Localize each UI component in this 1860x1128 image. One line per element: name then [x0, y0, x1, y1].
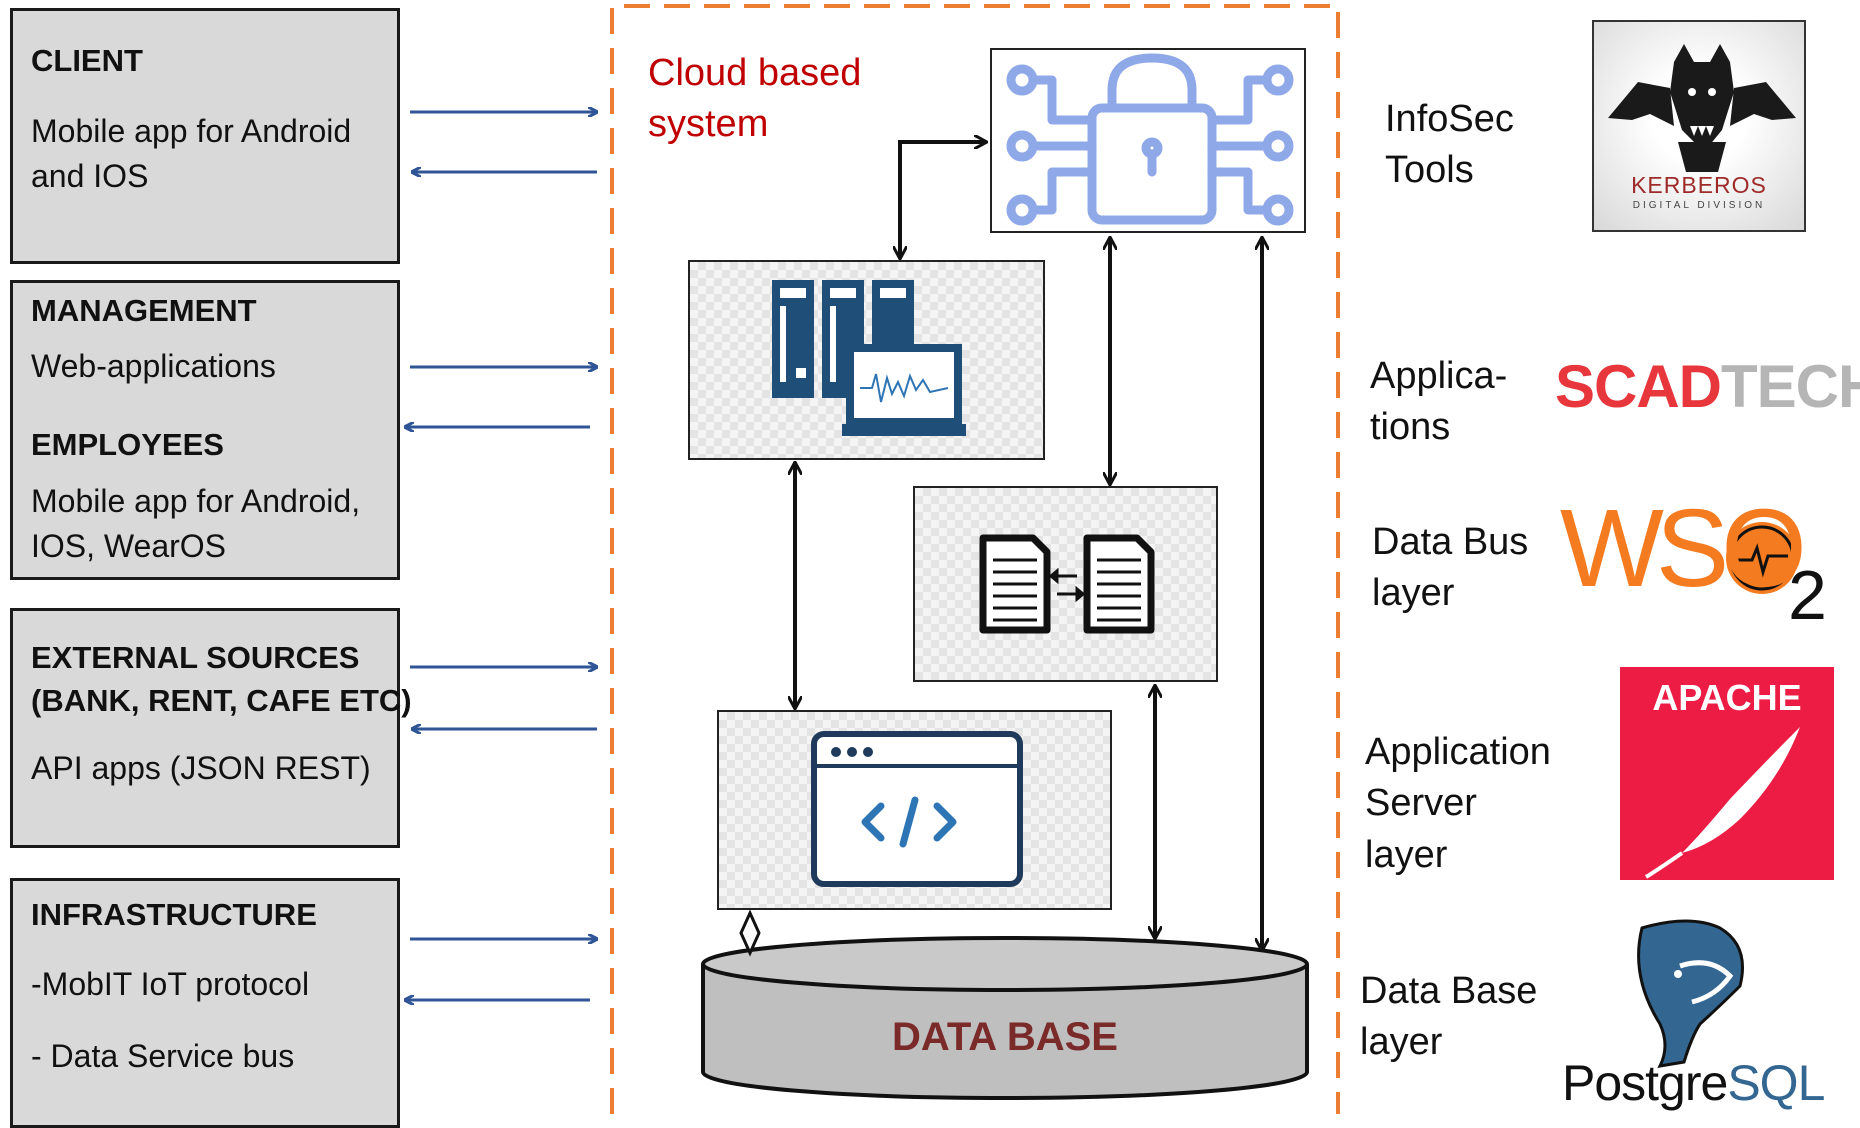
postgresql-text: PostgreSQL — [1562, 1054, 1825, 1112]
layer-app-server-line-2: Server — [1365, 782, 1477, 825]
employees-line-1: Mobile app for Android, — [31, 483, 361, 519]
code-window-icon — [811, 731, 1023, 887]
infrastructure-box: INFRASTRUCTURE -MobIT IoT protocol - Dat… — [10, 878, 400, 1128]
lock-circuit-icon — [1006, 53, 1294, 226]
layer-database-line-1: Data Base — [1360, 970, 1538, 1012]
infrastructure-line-1: -MobIT IoT protocol — [31, 966, 310, 1002]
feather-icon — [1644, 727, 1800, 879]
layer-database-line-2: layer — [1360, 1021, 1443, 1064]
appserver-database-diamond — [739, 909, 761, 957]
postgresql-part-1: Postgre — [1562, 1055, 1728, 1111]
layer-app-server: Application Server layer — [1365, 727, 1551, 881]
scadtech-part-1: SCAD — [1555, 353, 1722, 420]
layer-infosec-line-2: Tools — [1385, 149, 1474, 192]
layer-app-server-line-3: layer — [1365, 833, 1448, 876]
layer-applications: Applica- tions — [1370, 351, 1507, 454]
three-headed-dog-icon — [1608, 44, 1796, 172]
infrastructure-line-2: - Data Service bus — [31, 1038, 295, 1074]
kerberos-sub: DIGITAL DIVISION — [1632, 200, 1766, 211]
apache-text: APACHE — [1652, 677, 1802, 718]
kerberos-name: KERBEROS — [1631, 172, 1767, 198]
layer-applications-line-1: Applica- — [1370, 355, 1508, 397]
apache-logo: APACHE — [1620, 667, 1834, 880]
document-transfer-icon — [979, 534, 1155, 634]
external-title: EXTERNAL SOURCES — [31, 640, 360, 675]
postgresql-logo: PostgreSQL — [1560, 906, 1860, 1114]
apps-to-security-arrow — [900, 142, 986, 258]
management-line-1: Web-applications — [31, 348, 276, 384]
employees-line-2: IOS, WearOS — [31, 528, 227, 564]
layer-database: Data Base layer — [1360, 966, 1537, 1069]
layer-app-server-line-1: Application — [1365, 731, 1551, 773]
postgresql-part-2: SQL — [1727, 1055, 1825, 1111]
layer-data-bus: Data Bus layer — [1372, 517, 1528, 620]
scadtech-logo: SCADTECH — [1555, 352, 1860, 421]
cloud-title-line-1: Cloud based — [648, 52, 862, 94]
server-monitor-icon — [772, 280, 966, 436]
wso2-subscript: 2 — [1788, 556, 1827, 634]
employees-title: EMPLOYEES — [31, 427, 224, 462]
layer-infosec: InfoSec Tools — [1385, 94, 1514, 197]
cloud-title-line-2: system — [648, 103, 769, 146]
layer-applications-line-2: tions — [1370, 406, 1451, 449]
elephant-icon — [1637, 919, 1744, 1068]
scadtech-part-2: TECH — [1721, 353, 1860, 420]
management-box: MANAGEMENT Web-applications EMPLOYEES Mo… — [10, 280, 400, 580]
wso2-mark — [1726, 522, 1798, 594]
layer-infosec-line-1: InfoSec — [1385, 98, 1514, 140]
infrastructure-title: INFRASTRUCTURE — [31, 897, 317, 932]
kerberos-logo: KERBEROS DIGITAL DIVISION — [1592, 20, 1806, 232]
wso2-logo: WSO 2 — [1560, 494, 1840, 635]
wso2-text: WSO — [1560, 487, 1807, 610]
layer-data-bus-line-1: Data Bus — [1372, 521, 1529, 563]
external-line-1: API apps (JSON REST) — [31, 750, 371, 786]
external-subtitle: (BANK, RENT, CAFE ETC) — [31, 683, 412, 718]
client-title: CLIENT — [31, 43, 143, 78]
data-bus-panel — [913, 486, 1218, 682]
applications-panel — [688, 260, 1045, 460]
external-sources-box: EXTERNAL SOURCES (BANK, RENT, CAFE ETC) … — [10, 608, 412, 848]
client-box: CLIENT Mobile app for Android and IOS — [10, 8, 400, 264]
management-title: MANAGEMENT — [31, 293, 257, 328]
cloud-title: Cloud based system — [648, 48, 861, 151]
client-line-2: and IOS — [31, 158, 149, 194]
layer-data-bus-line-2: layer — [1372, 572, 1455, 615]
database-label: DATA BASE — [892, 1015, 1118, 1059]
app-server-panel — [717, 710, 1112, 910]
security-panel — [990, 48, 1306, 233]
client-line-1: Mobile app for Android — [31, 113, 352, 149]
